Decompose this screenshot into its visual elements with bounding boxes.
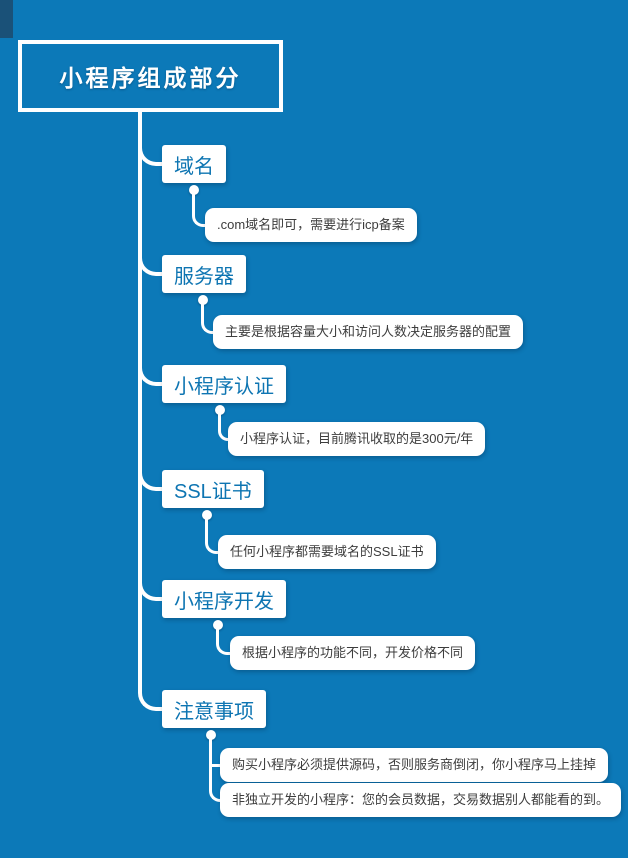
note-node-domain[interactable]: .com域名即可，需要进行icp备案 bbox=[205, 208, 417, 242]
branch-node-ssl[interactable]: SSL证书 bbox=[162, 470, 264, 508]
note-node-warning-source[interactable]: 购买小程序必须提供源码，否则服务商倒闭，你小程序马上挂掉 bbox=[220, 748, 609, 782]
branch-connector bbox=[138, 364, 162, 386]
branch-node-development[interactable]: 小程序开发 bbox=[162, 580, 286, 618]
child-connector bbox=[216, 628, 230, 655]
child-connector bbox=[205, 518, 218, 554]
branch-connector bbox=[138, 579, 162, 601]
note-node-development[interactable]: 根据小程序的功能不同，开发价格不同 bbox=[230, 636, 476, 670]
note-node-ssl[interactable]: 任何小程序都需要域名的SSL证书 bbox=[218, 535, 436, 569]
note-node-certification[interactable]: 小程序认证，目前腾讯收取的是300元/年 bbox=[228, 422, 486, 456]
collapse-handle-icon[interactable] bbox=[202, 510, 212, 520]
collapse-handle-icon[interactable] bbox=[213, 620, 223, 630]
trunk-line bbox=[138, 112, 142, 689]
child-connector bbox=[218, 413, 228, 441]
note-node-server[interactable]: 主要是根据容量大小和访问人数决定服务器的配置 bbox=[213, 315, 524, 349]
branch-node-server[interactable]: 服务器 bbox=[162, 255, 246, 293]
collapse-handle-icon[interactable] bbox=[215, 405, 225, 415]
child-connector bbox=[209, 764, 220, 767]
branch-node-notes[interactable]: 注意事项 bbox=[162, 690, 266, 728]
collapse-handle-icon[interactable] bbox=[198, 295, 208, 305]
child-connector bbox=[192, 193, 205, 227]
note-node-warning-data[interactable]: 非独立开发的小程序：您的会员数据，交易数据别人都能看的到。 bbox=[220, 783, 622, 817]
collapse-handle-icon[interactable] bbox=[189, 185, 199, 195]
child-connector bbox=[209, 738, 220, 802]
branch-connector bbox=[138, 469, 162, 491]
child-connector bbox=[201, 303, 213, 334]
collapse-handle-icon[interactable] bbox=[206, 730, 216, 740]
branch-node-domain[interactable]: 域名 bbox=[162, 145, 226, 183]
root-node[interactable]: 小程序组成部分 bbox=[18, 40, 283, 112]
corner-artifact bbox=[0, 0, 13, 38]
branch-node-certification[interactable]: 小程序认证 bbox=[162, 365, 286, 403]
branch-connector bbox=[138, 689, 162, 711]
branch-connector bbox=[138, 254, 162, 276]
branch-connector bbox=[138, 144, 162, 166]
